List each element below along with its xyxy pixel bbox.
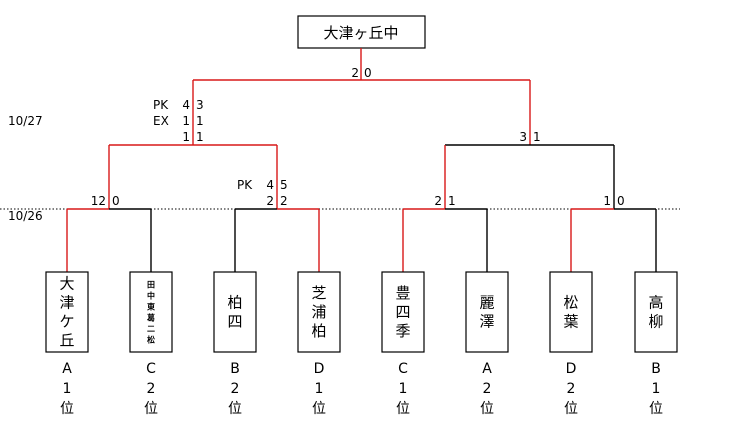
team-place: 位 [144,401,158,417]
team-name: 高柳 [648,294,663,331]
r1m1-score-left: 12 [91,194,106,208]
team-entry: 麗澤 A 2 位 [465,271,509,417]
team-group: D [314,361,325,377]
team-name: 芝浦柏 [311,284,326,340]
team-place: 位 [649,401,663,417]
team-box [381,271,425,353]
team-place: 位 [396,401,410,417]
team-name: 松葉 [563,294,578,331]
team-group: A [62,361,72,377]
r1m1-score-right: 0 [112,194,120,208]
team-place: 位 [60,401,74,417]
team-name: 大津ケ丘 [59,275,74,350]
sf1-ex-left: 1 [182,114,190,128]
team-box [45,271,89,353]
team-entry: 大津ケ丘 A 1 位 [45,271,89,417]
sf1-pk-left: 4 [182,98,190,112]
champion-name: 大津ヶ丘中 [323,24,398,42]
team-place: 位 [480,401,494,417]
sf1-ex-right: 1 [196,114,204,128]
r1m3-score-left: 2 [434,194,442,208]
team-entry: 豊四季 C 1 位 [381,271,425,417]
team-name: 麗澤 [479,294,494,331]
team-box [549,271,593,353]
r1m2-pk-right: 5 [280,178,288,192]
r1m3-score-right: 1 [448,194,456,208]
team-rank: 1 [315,381,324,397]
r1m2-pk-label: PK [237,178,253,192]
sf1-ex-label: EX [153,114,169,128]
r1m4-score-right: 0 [617,194,625,208]
team-name: 柏四 [227,294,242,331]
sf1-pk-label: PK [153,98,169,112]
team-box [634,271,678,353]
r1m2-score-right: 2 [280,194,288,208]
sf1-score-left: 1 [182,130,190,144]
team-box [297,271,341,353]
team-entry: 松葉 D 2 位 [549,271,593,417]
team-rank: 2 [231,381,240,397]
sf1-pk-right: 3 [196,98,204,112]
team-list: 大津ケ丘A1位田中東葛二松C2位柏四B2位芝浦柏D1位豊四季C1位麗澤A2位松葉… [45,271,678,417]
team-rank: 2 [483,381,492,397]
team-entry: 柏四 B 2 位 [213,271,257,417]
team-group: A [482,361,492,377]
team-box [213,271,257,353]
date-label-round2: 10/27 [8,114,43,128]
r1m2-score-left: 2 [266,194,274,208]
team-entry: 高柳 B 1 位 [634,271,678,417]
team-place: 位 [312,401,326,417]
team-name: 豊四季 [395,284,410,340]
team-group: C [146,361,156,377]
team-rank: 2 [147,381,156,397]
team-place: 位 [564,401,578,417]
team-box [465,271,509,353]
team-group: B [651,361,661,377]
team-group: B [230,361,240,377]
team-rank: 1 [63,381,72,397]
team-name: 田中東葛二松 [146,281,155,345]
sf1-score-right: 1 [196,130,204,144]
team-rank: 1 [399,381,408,397]
sf2-score-left: 3 [519,130,527,144]
team-entry: 田中東葛二松 C 2 位 [129,271,173,417]
sf2-score-right: 1 [533,130,541,144]
champion-box [297,15,426,49]
team-group: C [398,361,408,377]
r1m2-pk-left: 4 [266,178,274,192]
team-rank: 1 [652,381,661,397]
final-score-right: 0 [364,66,372,80]
team-box [129,271,173,353]
team-group: D [566,361,577,377]
final-score-left: 2 [351,66,359,80]
r1m4-score-left: 1 [603,194,611,208]
date-label-round1: 10/26 [8,209,43,223]
team-rank: 2 [567,381,576,397]
team-entry: 芝浦柏 D 1 位 [297,271,341,417]
team-place: 位 [228,401,242,417]
